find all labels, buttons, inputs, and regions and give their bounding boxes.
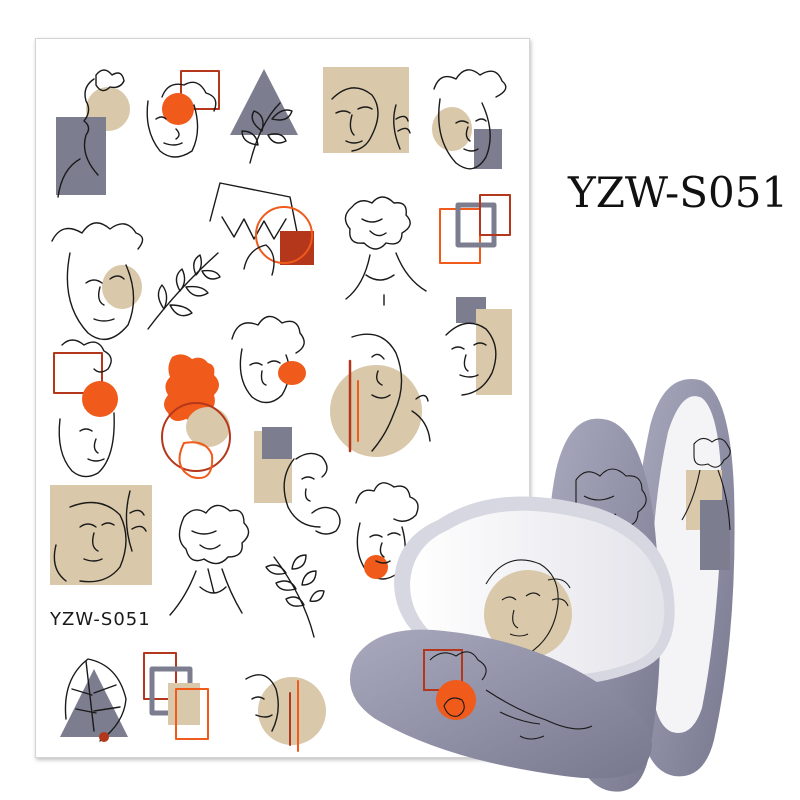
monstera-leaf-icon bbox=[60, 658, 128, 742]
square-frames-icon bbox=[143, 652, 209, 740]
rose-square-icon bbox=[146, 70, 220, 158]
flower-crown-face-icon bbox=[51, 222, 144, 341]
beige-circle-face-icon bbox=[330, 333, 431, 457]
square-frames-icon bbox=[439, 194, 511, 264]
beige-square-face-icon bbox=[50, 485, 152, 585]
leaf-triangle-icon bbox=[230, 69, 298, 164]
beige-circle-face-icon bbox=[245, 674, 326, 752]
gray-square-face-icon bbox=[254, 427, 341, 535]
product-code-title: YZW-S051 bbox=[568, 168, 789, 217]
beige-face-icon bbox=[323, 67, 411, 153]
orange-blob-icon bbox=[161, 354, 231, 479]
flower-crown-face-icon bbox=[432, 69, 507, 170]
lips-collar-icon bbox=[209, 182, 314, 276]
fern-leaf-icon bbox=[147, 252, 221, 330]
sheet-code-label: YZW-S051 bbox=[50, 609, 151, 630]
nail-2-icon bbox=[349, 629, 652, 779]
gray-beige-face-icon bbox=[445, 297, 512, 396]
fern-leaf-icon bbox=[265, 554, 325, 638]
sticker-sheet: YZW-S051 bbox=[35, 38, 530, 758]
flower-face-icon bbox=[56, 69, 130, 198]
flower-woman-icon bbox=[169, 504, 250, 616]
horned-face-icon bbox=[355, 482, 419, 580]
flower-head-woman-icon bbox=[344, 196, 427, 306]
rose-face-icon bbox=[53, 339, 118, 478]
sticker-art bbox=[50, 67, 512, 752]
leafy-face-icon bbox=[231, 315, 306, 404]
